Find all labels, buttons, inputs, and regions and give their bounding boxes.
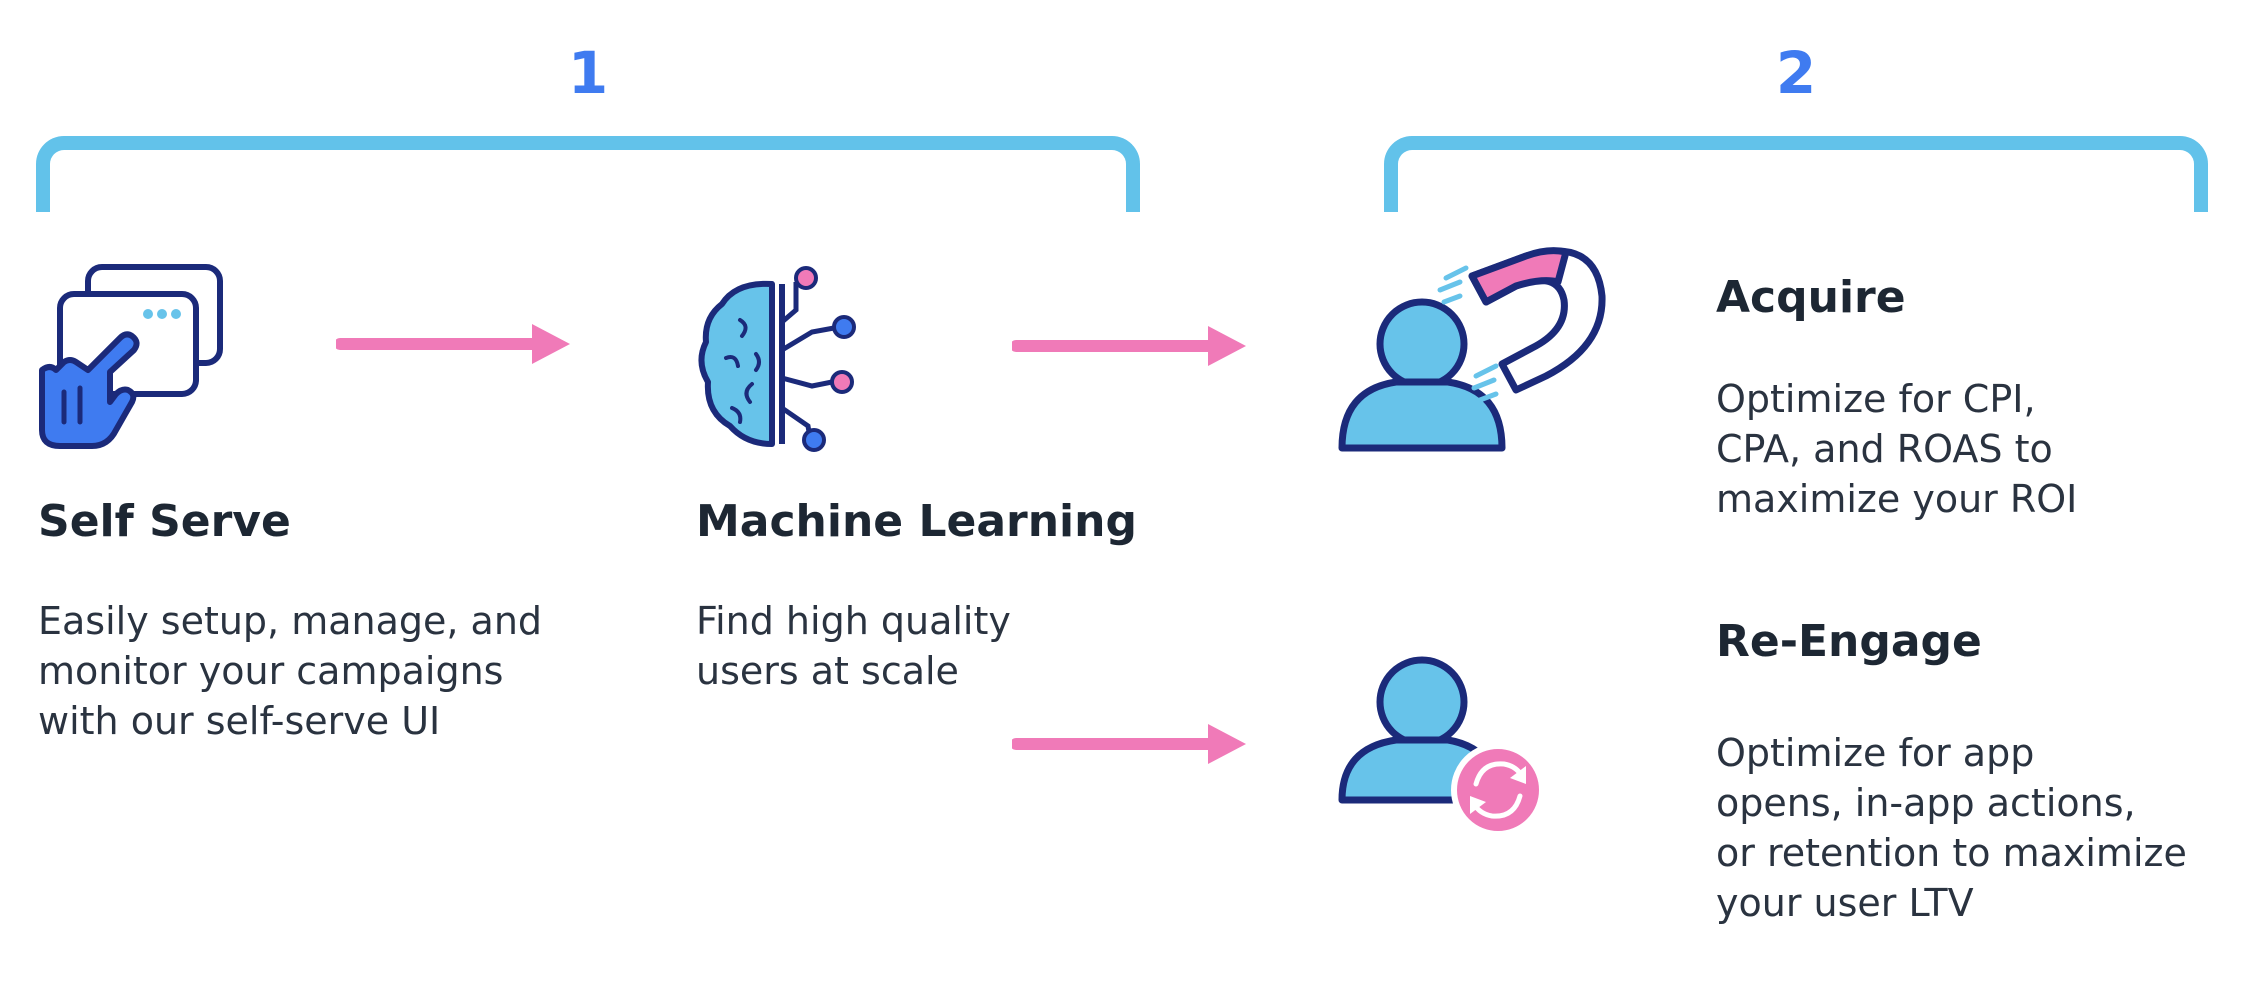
bracket-step-2 bbox=[1384, 136, 2208, 212]
machine-learning-description: Find high quality users at scale bbox=[696, 596, 1011, 696]
step-number-2: 2 bbox=[1775, 39, 1817, 107]
re-engage-description: Optimize for app opens, in-app actions, … bbox=[1716, 728, 2187, 928]
machine-learning-title: Machine Learning bbox=[696, 496, 1137, 547]
re-engage-title: Re-Engage bbox=[1716, 616, 1982, 667]
arrow-ml-to-re-engage bbox=[1012, 720, 1252, 770]
self-serve-title: Self Serve bbox=[38, 496, 291, 547]
machine-learning-description-line: users at scale bbox=[696, 649, 959, 693]
self-serve-description-line: Easily setup, manage, and bbox=[38, 599, 543, 643]
self-serve-description: Easily setup, manage, and monitor your c… bbox=[38, 596, 542, 746]
user-refresh-icon bbox=[1336, 650, 1566, 840]
brain-circuit-icon bbox=[696, 262, 876, 462]
touch-screens-icon bbox=[36, 262, 236, 452]
acquire-description-line: Optimize for CPI, bbox=[1716, 377, 2036, 421]
re-engage-description-line: Optimize for app bbox=[1716, 731, 2035, 775]
bracket-step-1 bbox=[36, 136, 1140, 212]
self-serve-description-line: monitor your campaigns bbox=[38, 649, 504, 693]
arrow-ml-to-acquire bbox=[1012, 322, 1252, 372]
acquire-description: Optimize for CPI, CPA, and ROAS to maxim… bbox=[1716, 374, 2077, 524]
re-engage-description-line: or retention to maximize bbox=[1716, 831, 2187, 875]
re-engage-description-line: opens, in-app actions, bbox=[1716, 781, 2136, 825]
self-serve-description-line: with our self-serve UI bbox=[38, 699, 441, 743]
acquire-description-line: CPA, and ROAS to bbox=[1716, 427, 2053, 471]
re-engage-description-line: your user LTV bbox=[1716, 881, 1974, 925]
machine-learning-description-line: Find high quality bbox=[696, 599, 1011, 643]
step-number-1: 1 bbox=[567, 39, 609, 107]
user-magnet-icon bbox=[1336, 226, 1616, 456]
acquire-description-line: maximize your ROI bbox=[1716, 477, 2078, 521]
arrow-self-serve-to-ml bbox=[336, 320, 576, 370]
acquire-title: Acquire bbox=[1716, 272, 1906, 323]
